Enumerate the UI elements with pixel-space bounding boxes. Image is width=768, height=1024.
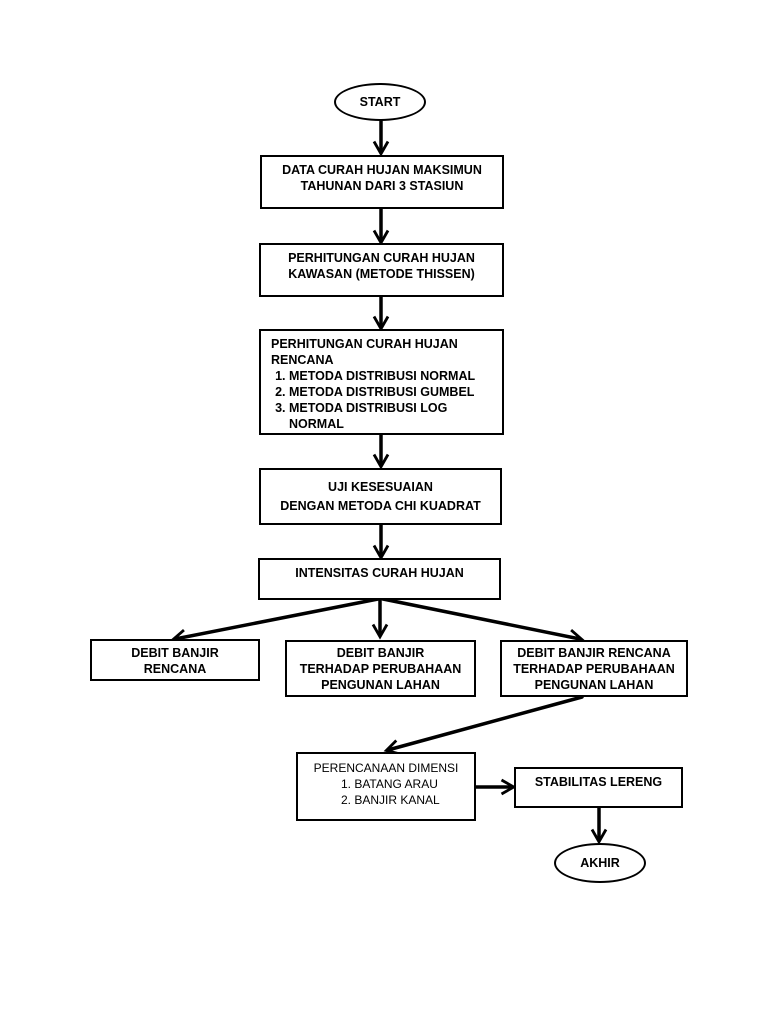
branch-right-line1: DEBIT BANJIR RENCANA	[517, 646, 671, 660]
branch-left-line1: DEBIT BANJIR	[131, 646, 219, 660]
step-area-rainfall: PERHITUNGAN CURAH HUJAN KAWASAN (METODE …	[259, 243, 504, 297]
branch-right-line3: PENGUNAN LAHAN	[534, 678, 654, 692]
step2-line2: KAWASAN (METODE THISSEN)	[288, 267, 475, 281]
branch-design-flood: DEBIT BANJIR RENCANA	[90, 639, 260, 681]
plan-title: PERENCANAAN DIMENSI	[313, 761, 459, 775]
branch-flood-landuse: DEBIT BANJIR TERHADAP PERUBAHAAN PENGUNA…	[285, 640, 476, 697]
step-dimension-planning: PERENCANAAN DIMENSI BATANG ARAU BANJIR K…	[296, 752, 476, 821]
plan-item: BATANG ARAU	[354, 776, 439, 792]
start-terminal: START	[334, 83, 426, 121]
step-slope-stability: STABILITAS LERENG	[514, 767, 683, 808]
step3-title-line2: RENCANA	[271, 353, 334, 367]
step3-method-list: METODA DISTRIBUSI NORMAL METODA DISTRIBU…	[271, 368, 475, 432]
step-goodness-of-fit: UJI KESESUAIAN DENGAN METODA CHI KUADRAT	[259, 468, 502, 525]
plan-list: BATANG ARAU BANJIR KANAL	[332, 776, 439, 808]
step-design-rainfall: PERHITUNGAN CURAH HUJAN RENCANA METODA D…	[259, 329, 504, 435]
step4-line2: DENGAN METODA CHI KUADRAT	[280, 499, 481, 513]
step-rainfall-intensity: INTENSITAS CURAH HUJAN	[258, 558, 501, 600]
step3-method-item: METODA DISTRIBUSI GUMBEL	[289, 384, 475, 400]
start-label: START	[359, 95, 401, 109]
plan-item: BANJIR KANAL	[354, 792, 439, 808]
step3-method-item: METODA DISTRIBUSI LOG NORMAL	[289, 400, 459, 432]
branch-mid-line2: TERHADAP PERUBAHAAN	[299, 662, 462, 676]
step2-line1: PERHITUNGAN CURAH HUJAN	[288, 251, 475, 265]
step-rainfall-data: DATA CURAH HUJAN MAKSIMUN TAHUNAN DARI 3…	[260, 155, 504, 209]
arrow-step5-to-right	[381, 597, 585, 646]
step5-label: INTENSITAS CURAH HUJAN	[295, 566, 464, 580]
stability-label: STABILITAS LERENG	[534, 775, 663, 789]
branch-left-line2: RENCANA	[143, 662, 207, 676]
arrow-right-to-plan	[383, 695, 584, 756]
step4-line1: UJI KESESUAIAN	[328, 480, 433, 494]
step3-method-item: METODA DISTRIBUSI NORMAL	[289, 368, 475, 384]
arrow-step5-to-left	[170, 597, 380, 646]
step1-line1: DATA CURAH HUJAN MAKSIMUN	[282, 163, 482, 177]
end-label: AKHIR	[580, 856, 620, 870]
branch-right-line2: TERHADAP PERUBAHAAN	[513, 662, 675, 676]
end-terminal: AKHIR	[554, 843, 646, 883]
step3-title-line1: PERHITUNGAN CURAH HUJAN	[271, 337, 458, 351]
branch-design-flood-landuse: DEBIT BANJIR RENCANA TERHADAP PERUBAHAAN…	[500, 640, 688, 697]
step1-line2: TAHUNAN DARI 3 STASIUN	[300, 179, 464, 193]
branch-mid-line3: PENGUNAN LAHAN	[321, 678, 440, 692]
branch-mid-line1: DEBIT BANJIR	[336, 646, 425, 660]
